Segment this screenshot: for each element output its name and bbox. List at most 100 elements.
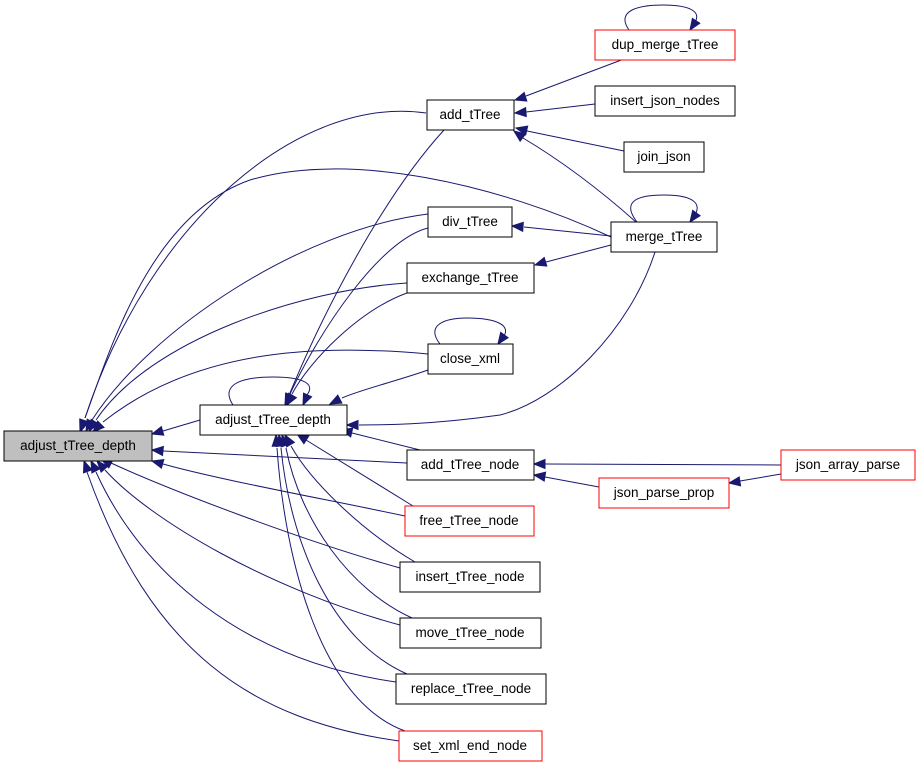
node-exchange-tTree[interactable]: exchange_tTree [406,262,535,294]
arrowhead [79,418,90,433]
arrowhead [727,476,742,487]
node-label: move_tTree_node [415,625,524,640]
call-edge [523,226,612,237]
arrowhead [302,392,313,407]
call-edge [526,130,625,152]
arrowhead [150,445,164,457]
call-edge [95,282,408,421]
node-insert-json-nodes[interactable]: insert_json_nodes [594,85,736,117]
node-label: exchange_tTree [421,270,518,285]
call-edge [290,445,416,563]
arrowhead [532,471,547,482]
node-close-xml[interactable]: close_xml [427,343,514,375]
call-edge [280,447,408,675]
arrowhead [328,394,343,405]
arrowhead [514,125,529,136]
arrowhead [271,433,282,447]
call-edge [291,292,408,395]
node-adjust-tTree-depth[interactable]: adjust_tTree_depth [199,404,348,436]
node-replace-tTree-node[interactable]: replace_tTree_node [395,673,547,705]
node-dup-merge-tTree[interactable]: dup_merge_tTree [594,29,736,61]
call-edge [102,349,429,423]
edges [84,4,782,742]
node-label: merge_tTree [626,229,703,244]
node-label: insert_tTree_node [415,569,524,584]
arrowhead [150,425,165,436]
arrowhead [513,106,527,118]
arrowhead [286,392,298,407]
call-edge [522,137,637,223]
node-label: add_tTree_node [421,457,520,472]
call-edge [162,419,201,432]
node-label: div_tTree [442,214,498,229]
call-edge [630,194,698,223]
node-json-parse-prop[interactable]: json_parse_prop [598,477,730,509]
arrowhead [82,459,93,474]
node-adjust-tTree-depth-root[interactable]: adjust_tTree_depth [3,430,153,462]
arrowhead [689,209,701,224]
node-label: replace_tTree_node [411,681,531,696]
call-edge [276,447,406,732]
arrowhead [90,459,101,474]
arrowhead [532,458,546,470]
call-edge [104,469,401,626]
node-label: close_xml [440,351,500,366]
call-edge [739,473,782,482]
call-edge [110,462,401,569]
arrowhead [510,221,524,233]
arrowhead [512,130,527,143]
call-edge [289,227,429,395]
call-edge [305,439,414,507]
node-json-array-parse[interactable]: json_array_parse [780,449,916,481]
call-edge [525,103,596,113]
node-label: insert_json_nodes [610,93,720,108]
node-merge-tTree[interactable]: merge_tTree [610,221,718,253]
call-edge [341,369,429,399]
node-label: adjust_tTree_depth [20,438,136,453]
call-edge [289,129,445,394]
node-label: dup_merge_tTree [612,37,719,52]
call-edge [525,58,625,97]
node-div-tTree[interactable]: div_tTree [427,206,513,238]
call-edge [162,463,406,517]
call-edge [544,463,782,466]
call-edge [544,476,600,488]
call-edge [545,244,612,263]
call-edge [228,376,311,406]
arrowhead [150,459,165,470]
node-add-tTree-node[interactable]: add_tTree_node [406,449,535,481]
call-edge [434,317,507,345]
arrowhead [533,256,548,267]
call-edge [358,251,656,426]
node-free-tTree-node[interactable]: free_tTree_node [404,505,535,537]
node-label: add_tTree [439,107,500,122]
arrowhead [689,17,701,32]
node-move-tTree-node[interactable]: move_tTree_node [399,617,542,649]
node-label: json_parse_prop [613,485,715,500]
call-edge [95,471,397,683]
call-edge [162,450,408,464]
arrowhead [96,460,109,473]
node-label: json_array_parse [795,457,900,472]
call-edge [624,4,698,31]
call-edge [86,471,400,742]
node-label: set_xml_end_node [413,738,527,753]
node-label: adjust_tTree_depth [215,412,331,427]
node-join-json[interactable]: join_json [623,141,705,173]
call-edge [285,447,413,619]
arrowhead [92,420,105,433]
call-edge [84,110,427,419]
call-edge [84,168,612,419]
call-edge [91,213,429,421]
node-label: join_json [636,149,690,164]
arrowhead [513,91,528,102]
node-label: free_tTree_node [419,513,518,528]
node-insert-tTree-node[interactable]: insert_tTree_node [399,561,541,593]
node-add-tTree[interactable]: add_tTree [426,99,515,131]
node-set-xml-end-node[interactable]: set_xml_end_node [398,730,543,762]
arrowhead [497,331,509,346]
call-edge [351,432,421,451]
arrowhead [88,418,100,433]
arrowhead [345,419,359,431]
